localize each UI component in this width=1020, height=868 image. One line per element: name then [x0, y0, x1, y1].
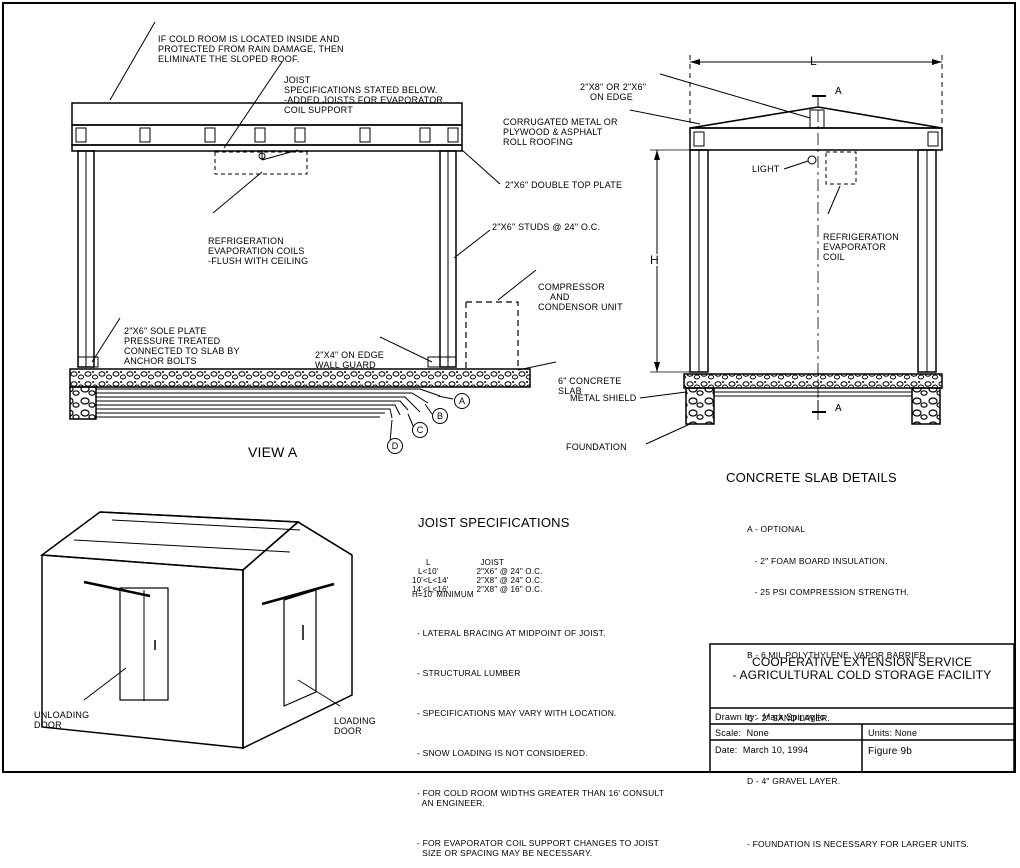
joist-row: 14'<L<16'2"x8" @ 16" o.c.	[412, 585, 543, 594]
dimension-l: L	[810, 54, 817, 68]
title-block-drawn-by: Drawn by: Mark Spinoglio	[715, 712, 826, 722]
joist-notes: - LATERAL BRACING AT MIDPOINT OF JOIST. …	[417, 628, 665, 858]
title-block-scale: Scale: None	[715, 728, 769, 738]
title-block-lines	[709, 643, 1015, 773]
drawing-linework	[2, 2, 1016, 773]
label-light: LIGHT	[752, 164, 780, 174]
cut-marker-bottom: A	[835, 403, 842, 414]
label-foundation: FOUNDATION	[566, 442, 627, 452]
joist-row: L<10'2"x6" @ 24" o.c.	[418, 567, 543, 576]
label-studs: 2"x6" STUDS @ 24" o.c.	[492, 222, 601, 232]
joist-specs-title: JOIST SPECIFICATIONS	[418, 515, 570, 530]
cut-marker-top: A	[835, 86, 842, 97]
title-block-org: COOPERATIVE EXTENSION SERVICE	[751, 655, 973, 669]
dimension-h: H	[650, 253, 659, 267]
joist-row: 10'<L<14'2"x8" @ 24" o.c.	[412, 576, 543, 585]
section-view-drawing	[629, 55, 943, 445]
layer-marker-d: D	[387, 438, 403, 454]
label-double-top-plate: 2"x6" DOUBLE TOP PLATE	[505, 180, 623, 190]
layer-marker-b: B	[432, 408, 448, 424]
view-a-title: VIEW A	[248, 444, 298, 460]
joist-col-joist: JOIST	[480, 558, 505, 567]
h-minimum-note: H=10' MINIMUM	[412, 590, 474, 599]
title-block-units: Units: None	[868, 728, 918, 738]
isometric-drawing	[39, 511, 353, 750]
layer-marker-a: A	[454, 393, 470, 409]
label-metal-shield: METAL SHIELD	[570, 393, 637, 403]
joist-col-l: L	[426, 558, 431, 567]
layer-marker-c: C	[412, 422, 428, 438]
joist-specs-table: L JOIST L<10'2"x6" @ 24" o.c. 10'<L<14'2"…	[412, 538, 549, 604]
title-block-figure: Figure 9b	[868, 746, 913, 757]
title-block-date: Date: March 10, 1994	[715, 745, 809, 755]
label-edge-joist: 2"x8" OR 2"x6"ON EDGE	[580, 82, 647, 102]
title-block-title: - AGRICULTURAL COLD STORAGE FACILITY	[732, 668, 992, 682]
view-a-drawing	[69, 21, 557, 443]
sheet-border	[2, 2, 1016, 773]
slab-details-title: CONCRETE SLAB DETAILS	[726, 470, 897, 485]
